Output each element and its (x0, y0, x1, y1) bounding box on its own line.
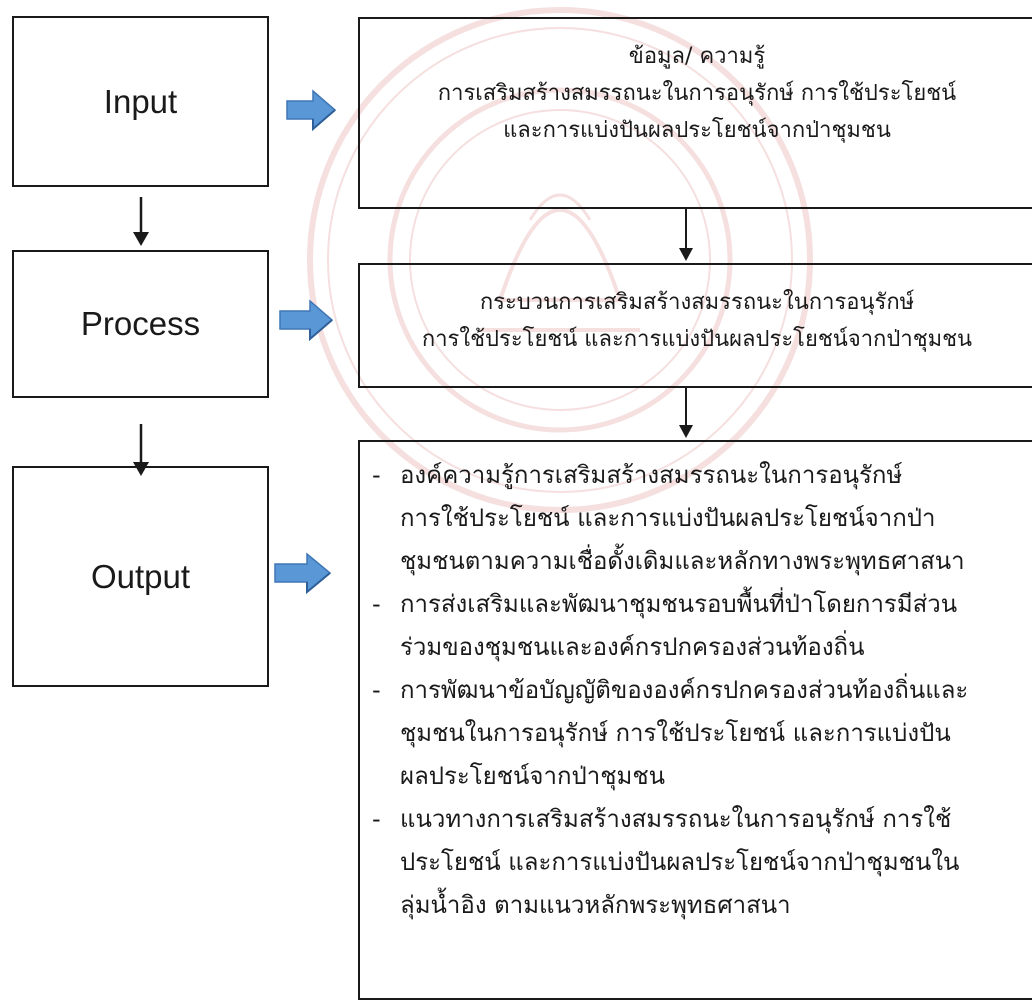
process-content-line: การใช้ประโยชน์ และการแบ่งปันผลประโยชน์จา… (421, 327, 973, 352)
down-arrow-process-to-output (133, 424, 149, 476)
bullet-line: การพัฒนาข้อบัญญัติขององค์กรปกครองส่วนท้อ… (400, 676, 969, 704)
input-stage-label: Input (103, 82, 178, 120)
process-stage-label: Process (80, 305, 201, 342)
output-bullet-item: - องค์ความรู้การเสริมสร้างสมรรถนะในการอน… (372, 454, 1028, 583)
process-content-box: กระบวนการเสริมสร้างสมรรถนะในการอนุรักษ์ … (358, 263, 1032, 388)
output-bullet-item: - แนวทางการเสริมสร้างสมรรถนะในการอนุรักษ… (372, 798, 1028, 927)
block-arrow-input-icon (286, 89, 337, 132)
bullet-line: ร่วมของชุมชนและองค์กรปกครองส่วนท้องถิ่น (400, 633, 865, 661)
bullet-line: การใช้ประโยชน์ และการแบ่งปันผลประโยชน์จา… (400, 504, 936, 532)
down-arrow-input-to-process (133, 197, 149, 246)
input-content-line: การเสริมสร้างสมรรถนะในการอนุรักษ์ การใช้… (437, 81, 957, 106)
bullet-line: ผลประโยชน์จากป่าชุมชน (400, 762, 666, 790)
input-stage-box: Input (12, 16, 269, 187)
bullet-dash: - (372, 805, 381, 833)
input-content-line: ข้อมูล/ ความรู้ (628, 44, 766, 69)
block-arrow-output-icon (274, 552, 332, 595)
process-content-text: กระบวนการเสริมสร้างสมรรถนะในการอนุรักษ์ … (360, 284, 1032, 358)
bullet-dash: - (372, 590, 381, 618)
bullet-line: องค์ความรู้การเสริมสร้างสมรรถนะในการอนุร… (400, 461, 903, 489)
process-content-line: กระบวนการเสริมสร้างสมรรถนะในการอนุรักษ์ (479, 290, 915, 315)
output-stage-label: Output (90, 557, 191, 595)
bullet-line: ชุมชนในการอนุรักษ์ การใช้ประโยชน์ และการ… (400, 719, 951, 747)
block-arrow-process-icon (279, 299, 334, 342)
output-stage-box: Output (12, 466, 269, 687)
down-arrow-info-to-process (679, 209, 693, 261)
process-stage-box: Process (12, 250, 269, 398)
bullet-line: ประโยชน์ และการแบ่งปันผลประโยชน์จากป่าชุ… (400, 848, 960, 876)
bullet-dash: - (372, 461, 381, 489)
output-bullet-list: - องค์ความรู้การเสริมสร้างสมรรถนะในการอน… (372, 454, 1028, 927)
output-bullet-item: - การส่งเสริมและพัฒนาชุมชนรอบพื้นที่ป่าโ… (372, 583, 1028, 669)
input-content-text: ข้อมูล/ ความรู้ การเสริมสร้างสมรรถนะในกา… (360, 38, 1032, 149)
input-content-line: และการแบ่งปันผลประโยชน์จากป่าชุมชน (503, 118, 891, 143)
bullet-line: ชุมชนตามความเชื่อดั้งเดิมและหลักทางพระพุ… (400, 547, 965, 575)
seal-watermark (307, 7, 813, 513)
bullet-line: แนวทางการเสริมสร้างสมรรถนะในการอนุรักษ์ … (400, 805, 952, 833)
input-content-box: ข้อมูล/ ความรู้ การเสริมสร้างสมรรถนะในกา… (358, 17, 1032, 209)
bullet-line: การส่งเสริมและพัฒนาชุมชนรอบพื้นที่ป่าโดย… (400, 590, 958, 618)
bullet-dash: - (372, 676, 381, 704)
output-bullet-item: - การพัฒนาข้อบัญญัติขององค์กรปกครองส่วนท… (372, 669, 1028, 798)
down-arrow-process-to-result (679, 388, 693, 438)
bullet-line: ลุ่มน้ำอิง ตามแนวหลักพระพุทธศาสนา (400, 891, 791, 919)
